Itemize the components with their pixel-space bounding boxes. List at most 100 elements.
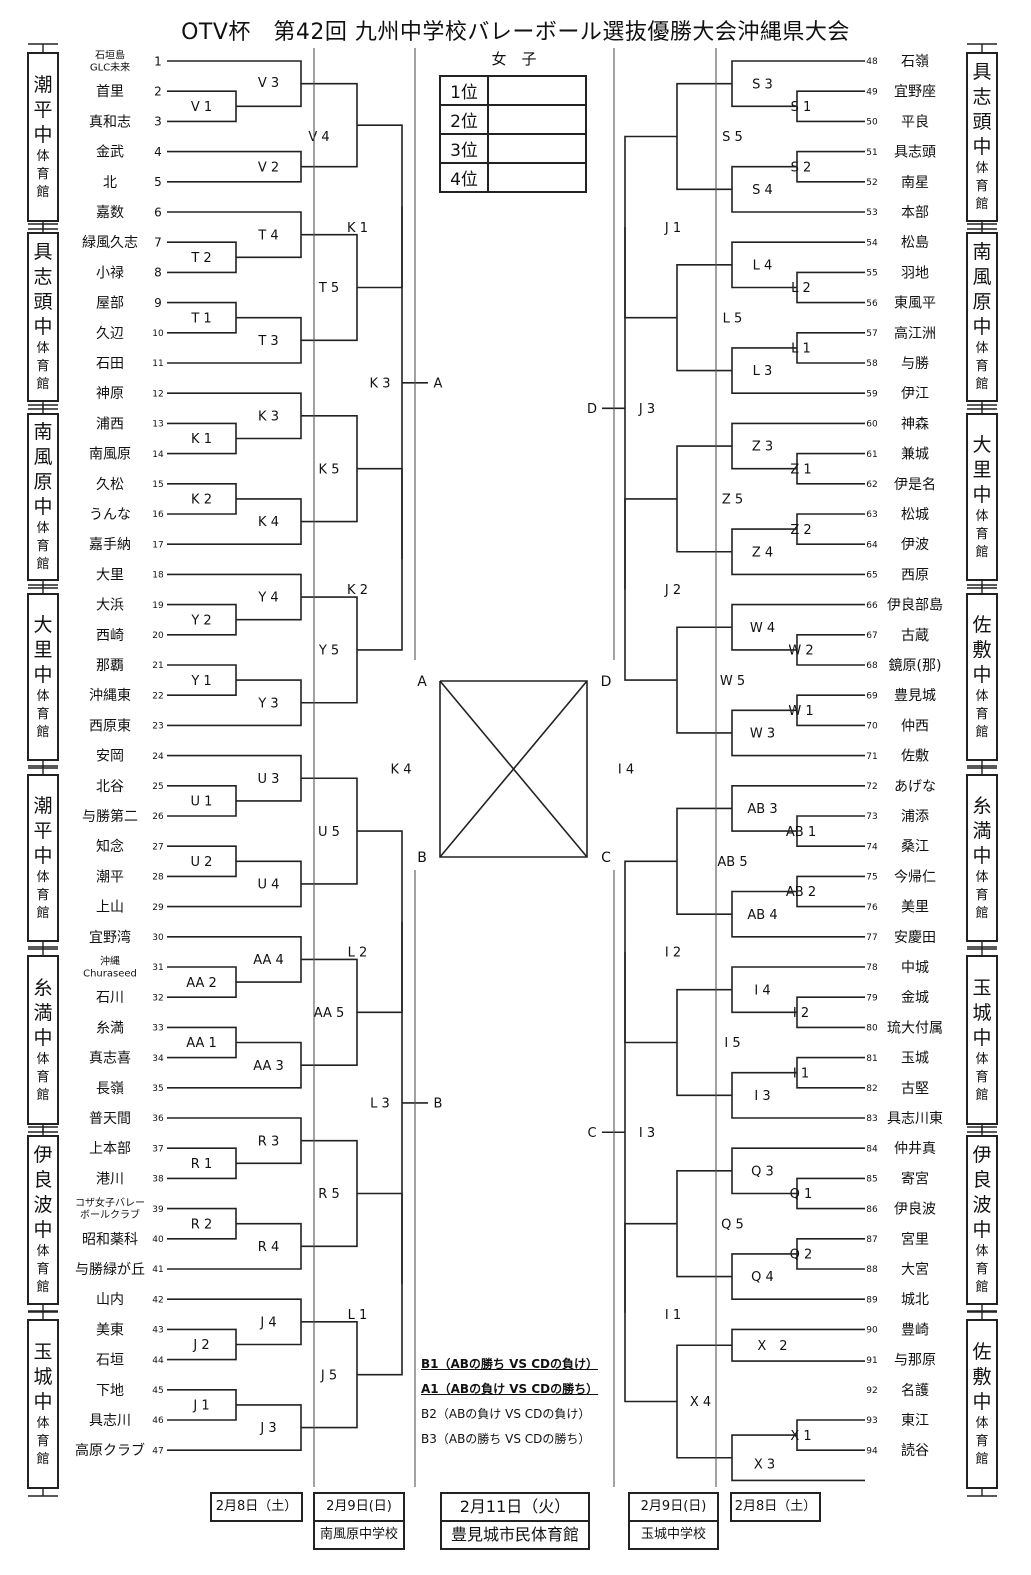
match-label: Z 2 [790, 523, 811, 538]
venue-char: 体 [975, 1244, 989, 1259]
team-name: 久辺 [96, 326, 124, 342]
match-label: U 2 [191, 855, 213, 870]
ranking-row: 3位 [439, 133, 587, 164]
team-name: 首里 [96, 84, 124, 100]
match-label: Y 3 [257, 696, 278, 711]
team-name: 沖縄東 [89, 688, 131, 704]
match-line [357, 467, 403, 651]
match-label: X 3 [754, 1457, 775, 1472]
venue-box: 具志頭中体育館 [27, 232, 59, 402]
match-label: X 1 [790, 1429, 811, 1444]
team-name: うんな [89, 507, 131, 523]
match-label: V 1 [191, 100, 212, 115]
venue-char: 育 [36, 1069, 50, 1085]
match-label: Y 1 [190, 674, 211, 689]
team-name: 浦添 [901, 809, 929, 825]
seed-number: 37 [152, 1144, 163, 1154]
team-name: 与勝緑が丘 [75, 1262, 145, 1278]
seed-number: 52 [866, 178, 877, 188]
seed-number: 74 [866, 842, 878, 852]
seed-number: 59 [866, 389, 878, 399]
venue-box: 糸満中体育館 [27, 955, 59, 1125]
team-name: 南風原 [89, 447, 131, 463]
venue-char: 風 [33, 446, 53, 468]
match-label: L 1 [791, 342, 811, 357]
seed-number: 54 [866, 238, 878, 248]
division-label: 女 子 [491, 50, 537, 68]
match-label: L 3 [753, 364, 773, 379]
match-label: I 5 [724, 1036, 740, 1051]
team-name: 今帰仁 [894, 868, 936, 885]
venue-char: 館 [36, 1280, 50, 1295]
match-label: T 5 [318, 281, 339, 296]
team-name: 与勝 [901, 356, 929, 372]
team-name: 鏡原(那) [889, 658, 942, 674]
match-label: R 3 [258, 1134, 279, 1149]
seed-number: 5 [154, 175, 162, 189]
match-label: I 3 [754, 1089, 770, 1104]
match-label: U 4 [258, 878, 280, 893]
seed-number: 55 [866, 269, 877, 279]
venue-char: 波 [972, 1194, 992, 1216]
venue-char: 中 [972, 136, 992, 158]
match-label: J 5 [320, 1368, 337, 1383]
seed-number: 71 [866, 752, 877, 762]
match-label: X 4 [690, 1395, 711, 1410]
venue-box: 伊良波中体育館 [27, 1135, 59, 1305]
seed-number: 53 [866, 208, 877, 218]
seed-number: 8 [154, 266, 162, 280]
match-label: Q 3 [751, 1165, 774, 1180]
seed-number: 23 [152, 722, 163, 732]
team-name: 石垣 [96, 1353, 124, 1369]
venue-char: 中 [972, 1390, 992, 1413]
match-label: Y 2 [190, 613, 211, 628]
seed-number: 87 [866, 1235, 877, 1245]
venue-box: 大里中体育館 [27, 593, 59, 761]
match-label: W 5 [720, 674, 745, 689]
team-name: 石田 [96, 356, 124, 372]
date-label: 2月8日（土） [734, 1499, 817, 1514]
venue-char: 館 [975, 1280, 989, 1295]
team-name: 具志川 [89, 1413, 131, 1429]
venue-box: 伊良波中体育館 [966, 1135, 998, 1305]
team-name: 金武 [96, 145, 124, 161]
team-name: 玉城 [901, 1051, 929, 1067]
venue-char: 館 [36, 184, 50, 200]
match-label: L 1 [348, 1308, 368, 1323]
team-name: 神原 [96, 386, 124, 402]
venue-char: 体 [36, 869, 50, 885]
seed-number: 93 [866, 1416, 877, 1426]
venue-char: 体 [36, 688, 50, 704]
venue-char: 育 [36, 887, 50, 903]
match-label: W 2 [788, 644, 813, 659]
seed-number: 25 [152, 782, 163, 792]
match-label: U 3 [258, 772, 280, 787]
venue-char: 館 [36, 1087, 50, 1103]
team-name: 真志喜 [89, 1051, 131, 1067]
seed-number: 46 [152, 1416, 164, 1426]
venue-char: 館 [975, 197, 989, 212]
rank-label: 4位 [439, 162, 489, 193]
team-name: 上山 [96, 900, 124, 916]
venue-char: 館 [36, 377, 50, 392]
team-name: 豊見城 [894, 688, 936, 704]
match-line [167, 679, 302, 727]
venue-char: 体 [975, 869, 989, 885]
venue-char: 館 [975, 724, 989, 740]
seed-number: 56 [866, 299, 878, 309]
semi-slot-label: B [434, 1097, 443, 1112]
seed-number: 70 [866, 722, 878, 732]
match-line [167, 211, 302, 259]
venue-box: 南風原中体育館 [27, 413, 59, 581]
seed-number: 44 [152, 1356, 164, 1366]
seed-number: 58 [866, 359, 878, 369]
seed-number: 34 [152, 1054, 164, 1064]
semifinal-match-label: K 4 [391, 763, 412, 778]
seed-number: 47 [152, 1446, 163, 1456]
venue-char: 糸 [972, 794, 992, 817]
seed-number: 69 [866, 691, 878, 701]
team-name: 与勝第二 [82, 808, 138, 825]
match-label: K 3 [370, 376, 391, 391]
seed-number: 60 [866, 420, 878, 430]
venue-char: 中 [33, 1026, 53, 1049]
